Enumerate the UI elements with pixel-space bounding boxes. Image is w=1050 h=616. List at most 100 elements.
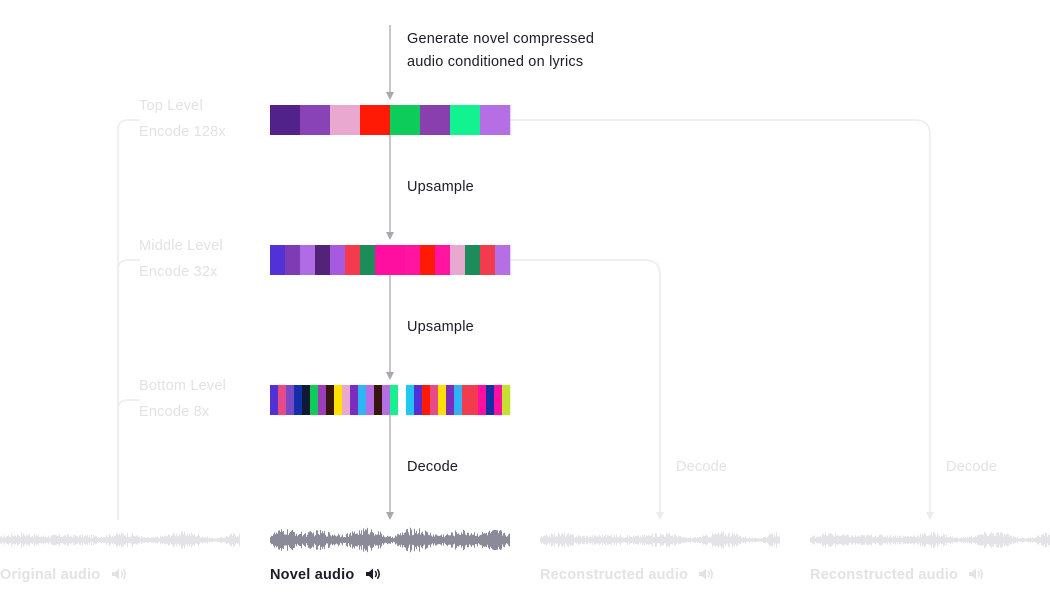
- novel-audio-waveform: [270, 527, 510, 553]
- connector-lines: [117, 119, 931, 520]
- middle-left-bracket: [117, 259, 140, 520]
- token-cell: [470, 385, 479, 415]
- token-cell: [285, 245, 301, 275]
- original-audio-label: Original audio: [0, 567, 101, 583]
- decode-label-main: Decode: [407, 459, 459, 475]
- decode-label-right: Decode: [946, 459, 998, 475]
- token-cell: [374, 385, 383, 415]
- arrowhead-upsample-1: [386, 232, 394, 240]
- bottom-left-bracket: [117, 399, 140, 520]
- token-cell: [270, 385, 279, 415]
- top-left-bracket: [117, 119, 140, 520]
- token-cell: [450, 105, 481, 135]
- token-cell: [334, 385, 343, 415]
- token-cell: [345, 245, 361, 275]
- middle-right-connector: [510, 259, 661, 512]
- token-cell: [420, 105, 451, 135]
- arrowhead-upsample-2: [386, 372, 394, 380]
- generate-label-line-1: Generate novel compressed: [407, 31, 595, 47]
- token-cell: [390, 385, 399, 415]
- token-cell: [486, 385, 495, 415]
- top-level-label: Top Level: [139, 98, 203, 114]
- reconstructed-audio-button-1[interactable]: Reconstructed audio: [540, 567, 714, 583]
- middle-level-token-bar: [270, 245, 511, 275]
- reconstructed-audio-waveform-1: [540, 531, 780, 549]
- token-cell: [406, 385, 415, 415]
- token-cell: [315, 245, 331, 275]
- top-level-encode: Encode 128x: [139, 124, 226, 140]
- token-cell: [366, 385, 375, 415]
- token-cell: [382, 385, 391, 415]
- token-cell: [390, 105, 421, 135]
- decode-label-mid: Decode: [676, 459, 728, 475]
- token-cell: [502, 385, 511, 415]
- faint-arrowheads: [656, 512, 934, 520]
- token-bars: [270, 105, 511, 415]
- novel-audio-label: Novel audio: [270, 567, 355, 583]
- token-cell: [420, 245, 436, 275]
- token-cell: [360, 245, 376, 275]
- token-cell: [438, 385, 447, 415]
- bottom-level-token-bar: [270, 385, 511, 415]
- reconstructed-audio-label-2: Reconstructed audio: [810, 567, 959, 583]
- token-cell: [300, 245, 316, 275]
- speaker-icon: [969, 568, 984, 580]
- token-cell: [330, 245, 346, 275]
- reconstructed-audio-button-2[interactable]: Reconstructed audio: [810, 567, 984, 583]
- arrowhead-generate: [386, 92, 394, 100]
- token-cell: [465, 245, 481, 275]
- generate-label: Generate novel compressed audio conditio…: [407, 28, 594, 74]
- middle-level-encode: Encode 32x: [139, 264, 218, 280]
- generate-label-line-2: audio conditioned on lyrics: [407, 54, 584, 70]
- token-cell: [494, 385, 503, 415]
- token-cell: [270, 245, 286, 275]
- token-cell: [270, 105, 301, 135]
- upsample-label-2: Upsample: [407, 319, 474, 335]
- reconstructed-audio-label-1: Reconstructed audio: [540, 567, 689, 583]
- token-cell: [310, 385, 319, 415]
- token-cell: [450, 245, 466, 275]
- token-cell: [294, 385, 303, 415]
- token-cell: [405, 245, 421, 275]
- original-audio-button[interactable]: Original audio: [0, 567, 127, 583]
- decode-mid-arrowhead: [656, 512, 664, 520]
- token-cell: [330, 105, 361, 135]
- token-cell: [430, 385, 439, 415]
- token-cell: [422, 385, 431, 415]
- token-cell: [318, 385, 327, 415]
- arrowhead-decode: [386, 512, 394, 520]
- original-audio-waveform: [0, 531, 240, 549]
- reconstructed-audio-waveform-2: [810, 532, 1050, 548]
- token-cell: [478, 385, 487, 415]
- token-cell: [300, 105, 331, 135]
- token-cell: [462, 385, 471, 415]
- upsample-label-1: Upsample: [407, 179, 474, 195]
- token-cell: [390, 245, 406, 275]
- middle-level-label: Middle Level: [139, 238, 223, 254]
- token-cell: [495, 245, 511, 275]
- waveforms: [0, 527, 1050, 553]
- speaker-icon: [699, 568, 714, 580]
- bottom-level-label: Bottom Level: [139, 378, 227, 394]
- token-cell: [480, 105, 511, 135]
- token-cell: [398, 385, 407, 415]
- token-cell: [302, 385, 311, 415]
- novel-audio-button[interactable]: Novel audio: [270, 567, 381, 583]
- token-cell: [454, 385, 463, 415]
- token-cell: [375, 245, 391, 275]
- token-cell: [435, 245, 451, 275]
- token-cell: [286, 385, 295, 415]
- token-cell: [278, 385, 287, 415]
- decode-right-arrowhead: [926, 512, 934, 520]
- top-level-token-bar: [270, 105, 511, 135]
- token-cell: [326, 385, 335, 415]
- top-right-connector: [510, 119, 931, 512]
- token-cell: [342, 385, 351, 415]
- token-cell: [480, 245, 496, 275]
- token-cell: [358, 385, 367, 415]
- main-flow-arrow: [386, 25, 394, 520]
- token-cell: [414, 385, 423, 415]
- token-cell: [350, 385, 359, 415]
- bottom-level-encode: Encode 8x: [139, 404, 210, 420]
